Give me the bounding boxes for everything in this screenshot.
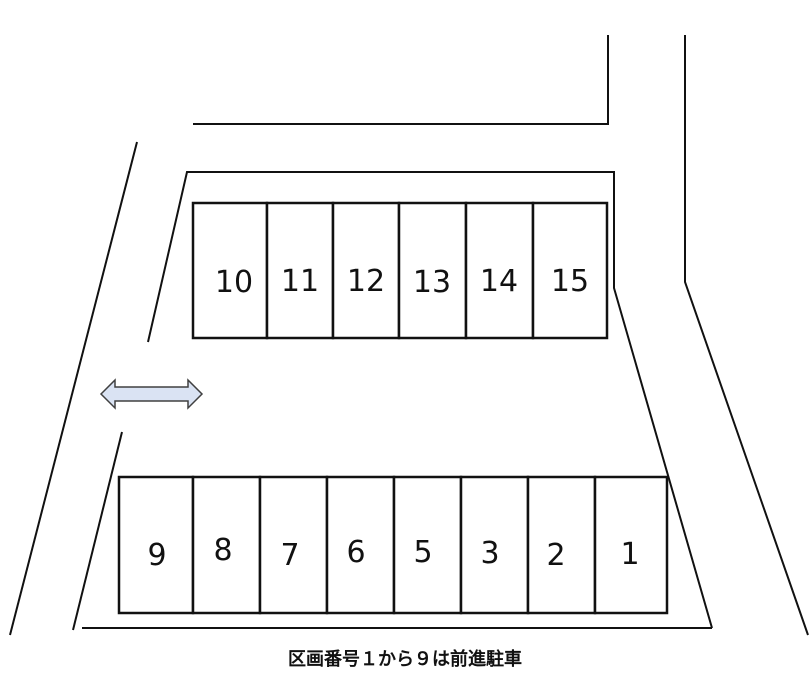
double-headed-arrow-icon [99, 378, 204, 410]
stall-label-10: 10 [215, 265, 253, 300]
stall-label-2: 2 [546, 538, 565, 573]
stall-7 [258, 475, 329, 615]
lower-stall-labels: 9 8 7 6 5 3 2 1 [147, 533, 639, 573]
lower-stall-row [117, 475, 669, 615]
upper-stall-row [191, 201, 609, 340]
stall-label-9: 9 [147, 538, 166, 573]
stall-label-7: 7 [280, 538, 299, 573]
stall-label-5: 5 [413, 535, 432, 570]
stall-1 [593, 475, 669, 615]
upper-island-outline [147, 171, 713, 629]
stall-label-15: 15 [551, 264, 589, 299]
caption-forward-parking-note: 区画番号１から９は前進駐車 [288, 649, 522, 670]
stall-label-3: 3 [480, 536, 499, 571]
stall-label-1: 1 [620, 537, 639, 572]
stall-label-8: 8 [213, 533, 232, 568]
stall-6 [325, 475, 396, 615]
stall-14 [464, 201, 535, 340]
stall-label-14: 14 [480, 264, 518, 299]
top-road-edge [193, 35, 609, 125]
stall-10 [191, 201, 269, 340]
left-outer-edge [9, 141, 138, 636]
boundary-lines [9, 35, 809, 636]
stall-2 [526, 475, 597, 615]
right-road-edge [684, 35, 809, 636]
stall-8 [191, 475, 262, 615]
upper-stall-labels: 10 11 12 13 14 15 [215, 264, 589, 300]
left-inner-edge [72, 431, 123, 631]
stall-15 [531, 201, 609, 340]
stall-label-6: 6 [346, 535, 365, 570]
stall-13 [397, 201, 468, 340]
stall-5 [392, 475, 463, 615]
stall-3 [459, 475, 530, 615]
stall-label-12: 12 [347, 264, 385, 299]
stall-label-13: 13 [413, 265, 451, 300]
stall-label-11: 11 [281, 264, 319, 299]
